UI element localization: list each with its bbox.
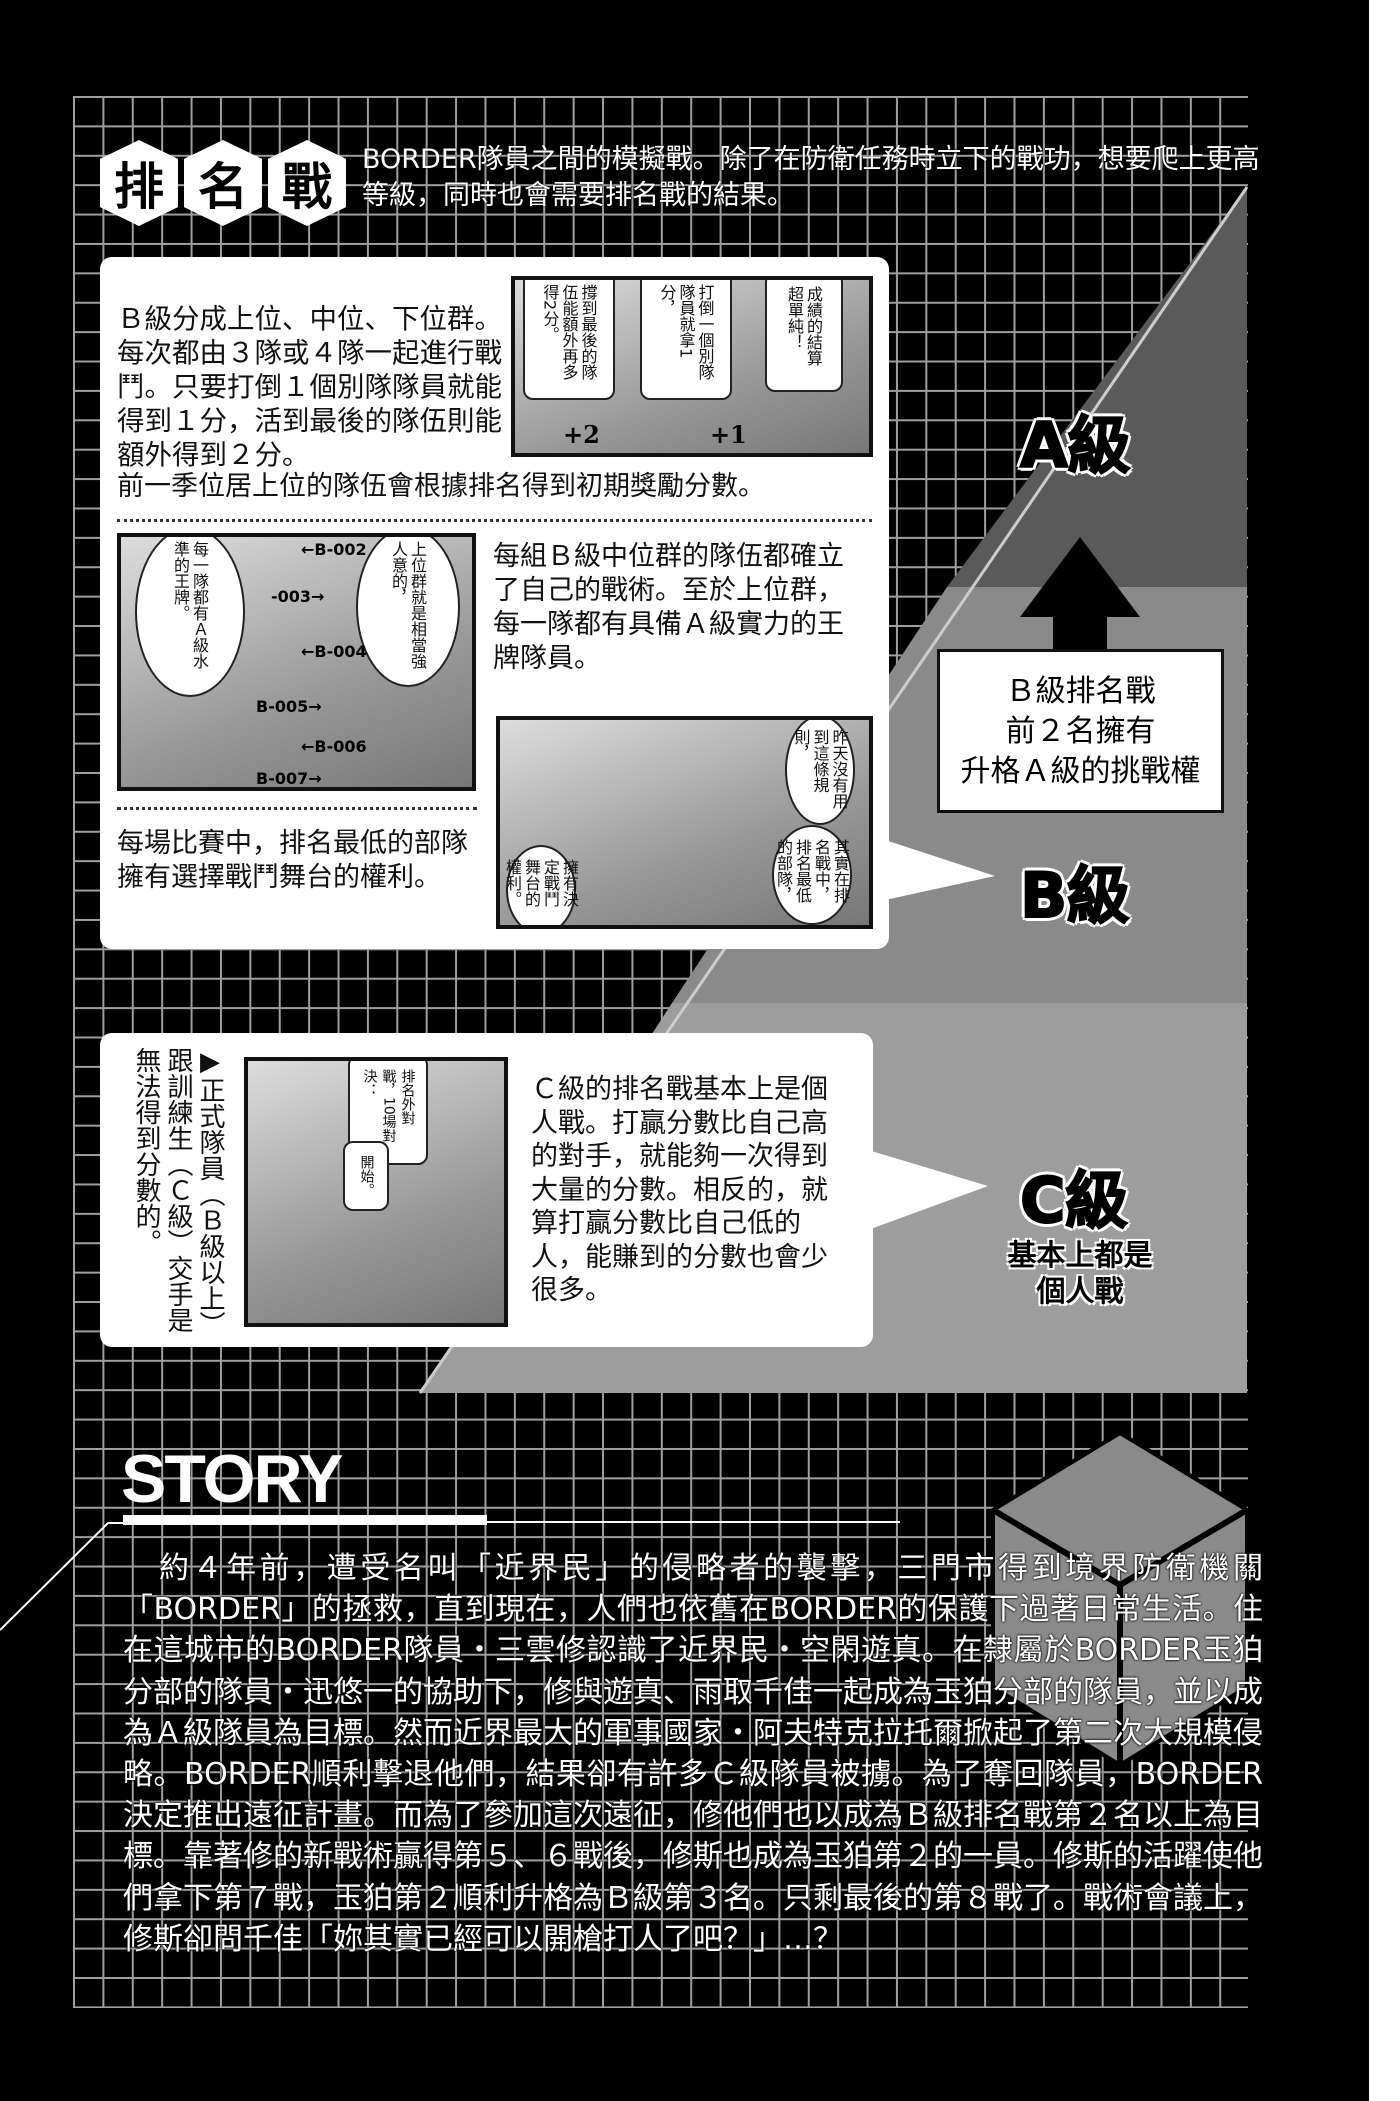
c-rank-sub-line: 基本上都是 xyxy=(1007,1238,1153,1272)
speech-bubble: 其實在排名戰中，排名最低的部隊， xyxy=(772,825,852,925)
promotion-line: Ｂ級排名戰 xyxy=(1005,674,1156,709)
speech-bubble: 上位群就是相當強人意的， xyxy=(356,537,460,687)
b-rank-bonus: 前一季位居上位的隊伍會根據排名得到初期獎勵分數。 xyxy=(117,471,765,502)
score-label: +1 xyxy=(710,420,747,449)
b-rank-label: B級 xyxy=(1019,858,1130,933)
c-rank-panel: ▶正式隊員（Ｂ級以上）跟訓練生（Ｃ級）交手是無法得到分數的。 排名外對戰，10場… xyxy=(100,1033,873,1347)
up-arrow-icon xyxy=(1020,537,1140,649)
title-char: 排 xyxy=(100,140,178,226)
title-char: 名 xyxy=(184,140,262,226)
team-label: ←B-002 xyxy=(301,540,367,559)
comic-panel-city: 昨天沒有用到這條規則， 其實在排名戰中，排名最低的部隊， 擁有決定戰鬥舞台的權利… xyxy=(496,716,873,929)
b-rank-middle: 每組Ｂ級中位群的隊伍都確立了自己的戰術。至於上位群，每一隊都有具備Ａ級實力的王牌… xyxy=(493,541,844,674)
speech-bubble: 撐到最後的隊伍能額外再多得2分。 xyxy=(523,280,615,400)
speech-bubble: 開始。 xyxy=(343,1141,389,1211)
c-rank-sub-line: 個人戰 xyxy=(1036,1274,1124,1308)
team-label: B-007→ xyxy=(256,769,322,788)
speech-bubble: 打倒一個別隊隊員就拿1分， xyxy=(640,280,732,400)
speech-bubble: 每一隊都有Ａ級水準的王牌。 xyxy=(135,537,245,697)
divider xyxy=(117,519,872,522)
speech-bubble: 擁有決定戰鬥舞台的權利。 xyxy=(503,845,579,925)
b-rank-stage: 每場比賽中，排名最低的部隊擁有選擇戰鬥舞台的權利。 xyxy=(117,828,468,893)
c-rank-caption: ▶正式隊員（Ｂ級以上）跟訓練生（Ｃ級）交手是無法得到分數的。 xyxy=(131,1047,225,1337)
promotion-box: Ｂ級排名戰 前２名擁有 升格Ａ級的挑戰權 xyxy=(937,649,1224,813)
page-margin xyxy=(1369,0,1400,2101)
pyramid-a-band xyxy=(947,187,1247,587)
divider xyxy=(117,807,477,810)
page-title: 排 名 戰 xyxy=(100,140,346,226)
speech-bubble: 成績的結算超單純！ xyxy=(765,280,843,392)
c-rank-subtitle: 基本上都是 個人戰 xyxy=(990,1237,1170,1309)
comic-panel-scoring: 撐到最後的隊伍能額外再多得2分。 打倒一個別隊隊員就拿1分， 成績的結算超單純！… xyxy=(511,276,873,457)
b-rank-intro: Ｂ級分成上位、中位、下位群。每次都由３隊或４隊一起進行戰鬥。只要打倒１個別隊隊員… xyxy=(117,303,502,471)
story-text: 約４年前，遭受名叫「近界民」的侵略者的襲擊，三門市得到境界防衛機關「BORDER… xyxy=(123,1551,1263,1957)
comic-panel-teams: 每一隊都有Ａ級水準的王牌。 上位群就是相當強人意的， ←B-002 -003→ … xyxy=(117,533,476,791)
title-char: 戰 xyxy=(268,140,346,226)
c-rank-label: C級 xyxy=(1019,1163,1129,1238)
team-label: -003→ xyxy=(271,587,325,606)
intro-text: BORDER隊員之間的模擬戰。除了在防衛任務時立下的戰功，想要爬上更高等級，同時… xyxy=(362,144,1260,211)
speech-bubble: 昨天沒有用到這條規則， xyxy=(785,720,855,825)
a-rank-label: A級 xyxy=(1019,408,1131,483)
promotion-line: 前２名擁有 xyxy=(1005,714,1156,749)
comic-panel-street: 排名外對戰，10場對決： 開始。 xyxy=(244,1057,508,1327)
b-rank-panel: Ｂ級分成上位、中位、下位群。每次都由３隊或４隊一起進行戰鬥。只要打倒１個別隊隊員… xyxy=(100,257,889,949)
score-label: +2 xyxy=(563,420,600,449)
team-label: ←B-006 xyxy=(301,737,367,756)
team-label: B-005→ xyxy=(256,697,322,716)
promotion-line: 升格Ａ級的挑戰權 xyxy=(960,754,1201,789)
story-title: STORY xyxy=(121,1441,343,1517)
team-label: ←B-004 xyxy=(301,642,367,661)
c-rank-text: Ｃ級的排名戰基本上是個人戰。打贏分數比自己高的對手，就能夠一次得到大量的分數。相… xyxy=(531,1074,828,1306)
